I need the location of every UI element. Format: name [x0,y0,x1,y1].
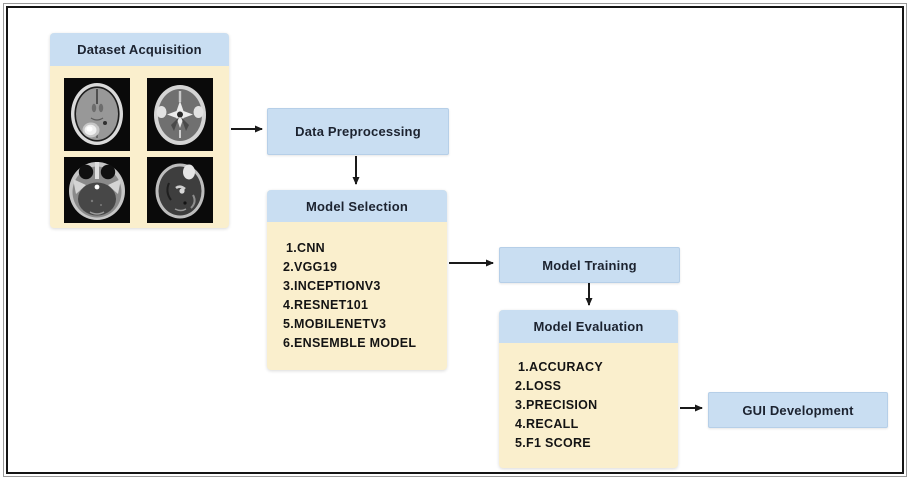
model-selection-item: 1.CNN [286,241,326,255]
node-model-evaluation: Model Evaluation 1.ACCURACY 2.LOSS 3.PRE… [499,310,678,468]
model-evaluation-item: 5.F1 SCORE [515,436,591,450]
model-evaluation-item: 2.LOSS [515,379,562,393]
node-model-evaluation-label: Model Evaluation [499,310,678,343]
model-selection-item: 5.MOBILENETV3 [283,317,387,331]
node-gui-development-label: GUI Development [742,402,854,418]
node-model-selection: Model Selection 1.CNN 2.VGG19 3.INCEPTIO… [267,190,447,370]
diagram-border [3,3,907,477]
model-evaluation-item: 3.PRECISION [515,398,598,412]
brain-mri-skull-base-orbits-image [64,157,130,223]
node-model-training: Model Training [499,247,680,283]
node-dataset-acquisition-label: Dataset Acquisition [50,33,229,66]
brain-mri-axial-upper-right-lesion-image [147,157,213,223]
node-data-preprocessing: Data Preprocessing [267,108,449,155]
model-evaluation-item: 4.RECALL [515,417,579,431]
node-model-training-label: Model Training [542,257,637,273]
brain-mri-axial-bright-tumor-image [64,78,130,151]
brain-mri-axial-central-star-image [147,78,213,151]
model-evaluation-item: 1.ACCURACY [518,360,603,374]
model-selection-list: 1.CNN 2.VGG19 3.INCEPTIONV3 4.RESNET101 … [267,222,447,353]
model-selection-item: 2.VGG19 [283,260,338,274]
model-evaluation-list: 1.ACCURACY 2.LOSS 3.PRECISION 4.RECALL 5… [499,343,678,453]
node-data-preprocessing-label: Data Preprocessing [295,124,421,139]
node-gui-development: GUI Development [708,392,888,428]
node-model-selection-label: Model Selection [267,190,447,222]
mri-sample-grid [50,66,229,223]
model-selection-item: 4.RESNET101 [283,298,369,312]
model-selection-item: 3.INCEPTIONV3 [283,279,381,293]
node-dataset-acquisition: Dataset Acquisition [50,33,229,228]
model-selection-item: 6.ENSEMBLE MODEL [283,336,417,350]
